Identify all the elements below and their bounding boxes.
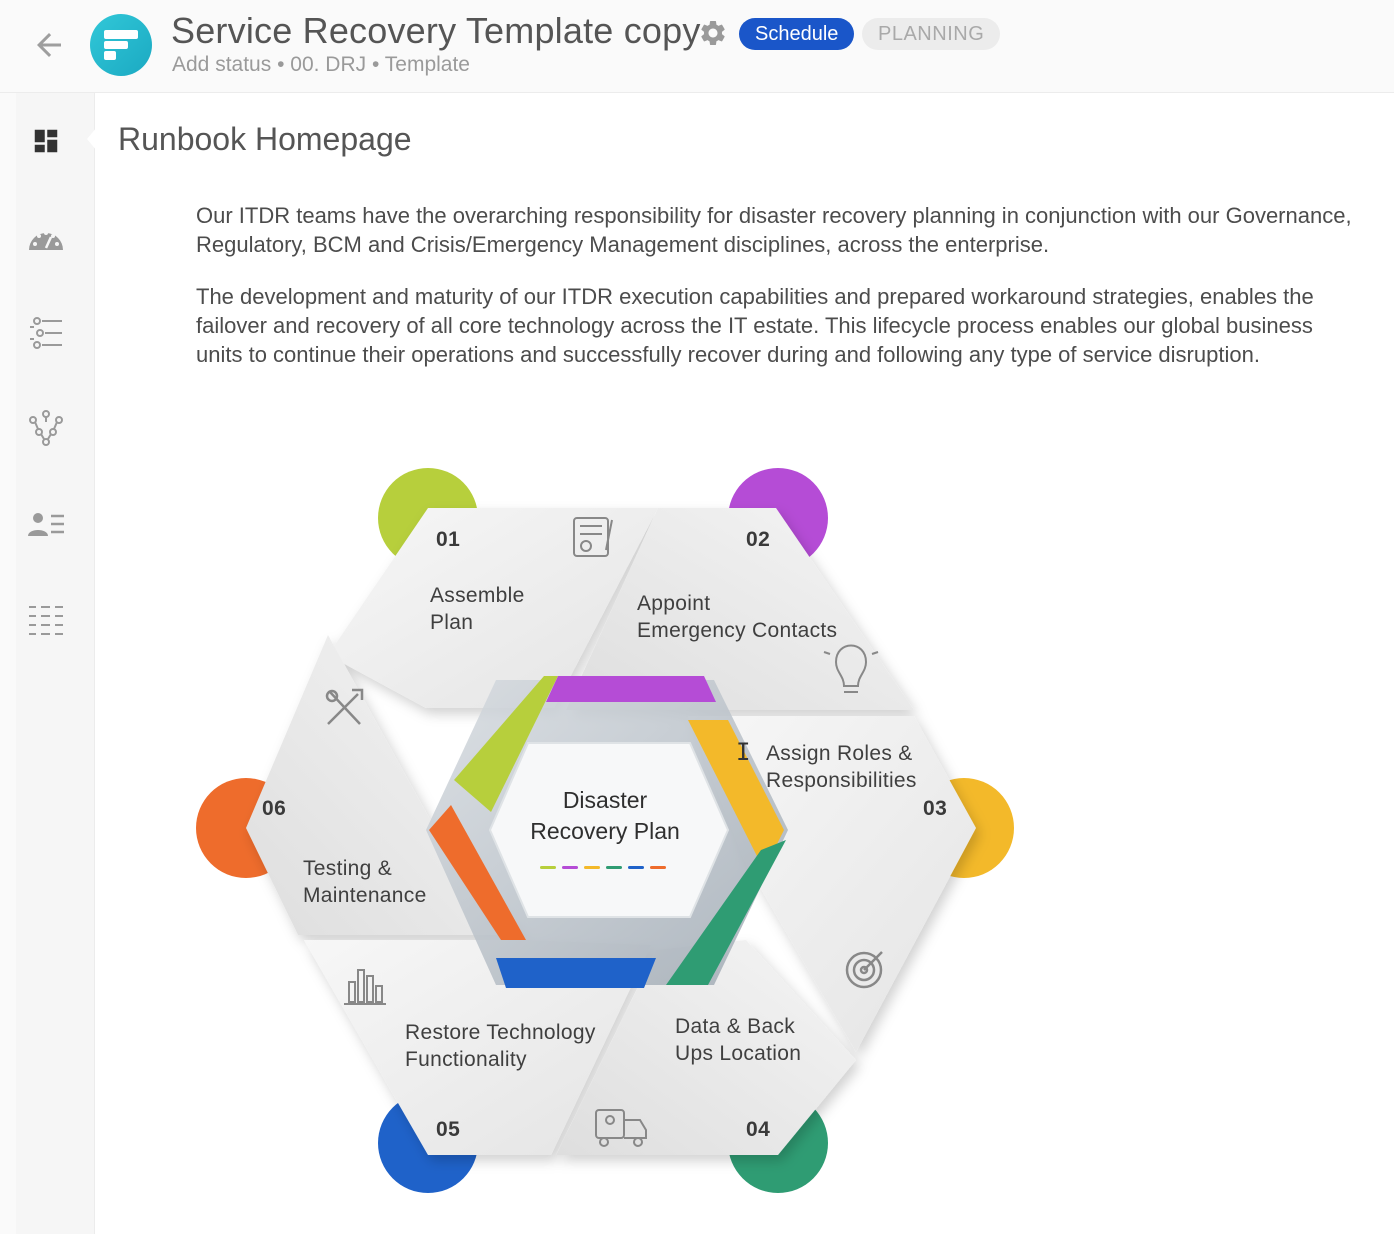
center-title: Disaster Recovery Plan [530, 787, 680, 844]
add-status-link[interactable]: Add status [172, 53, 272, 76]
lifecycle-paragraph: The development and maturity of our ITDR… [196, 284, 1314, 367]
sidebar-item-dashboard[interactable] [24, 119, 68, 163]
color-dash [540, 866, 556, 869]
workflow-icon [29, 410, 63, 446]
sidebar-item-tasks[interactable] [24, 311, 68, 355]
breadcrumb-separator: • [366, 53, 385, 76]
sidebar-item-gauge[interactable] [24, 217, 68, 261]
section-title: Runbook Homepage [118, 121, 412, 157]
task-list-icon [30, 317, 62, 349]
bar-chart-icon [344, 969, 386, 1005]
disaster-recovery-infographic: 01 02 03 04 05 06 Assemble Plan Appoint … [96, 440, 1096, 1234]
intro-paragraph: Our ITDR teams have the overarching resp… [196, 203, 1352, 257]
hexagon-diagram [196, 468, 1014, 1193]
gauge-icon [29, 231, 63, 250]
color-dash [606, 866, 622, 869]
segment-number-02: 02 [746, 528, 771, 551]
dashboard-icon [34, 129, 58, 153]
workspace-link[interactable]: 00. DRJ [290, 53, 367, 76]
arrow-left-icon [37, 33, 61, 57]
grid-list-icon [29, 606, 63, 635]
page-title: Service Recovery Template copy [171, 10, 701, 51]
runbook-type: Template [384, 53, 470, 76]
status-badge[interactable]: PLANNING [862, 18, 1001, 50]
outer-segments [246, 508, 976, 1155]
sidebar-item-people[interactable] [24, 503, 68, 547]
segment-label-02: Appoint Emergency Contacts [637, 592, 838, 642]
segment-number-06: 06 [262, 797, 287, 820]
sidebar-item-grid[interactable] [24, 599, 68, 643]
lightbulb-icon [823, 644, 879, 693]
app-header: Service Recovery Template copy Schedule … [0, 0, 1394, 93]
flag-logo-icon [104, 30, 138, 60]
settings-button[interactable] [696, 16, 730, 50]
text-cursor-icon: I [736, 738, 751, 766]
segment-label-04: Data & Back Ups Location [675, 1015, 802, 1065]
color-dash [650, 866, 666, 869]
segment-number-04: 04 [746, 1118, 771, 1141]
breadcrumb-separator: • [271, 53, 291, 76]
sidebar-rail [16, 93, 95, 1234]
target-icon [845, 951, 883, 989]
checklist-icon [573, 517, 613, 557]
truck-icon [595, 1109, 647, 1147]
segment-number-01: 01 [436, 528, 461, 551]
tools-icon [325, 688, 364, 725]
gear-icon [701, 20, 725, 45]
active-indicator [87, 127, 97, 151]
back-button[interactable] [28, 24, 70, 66]
color-dash [628, 866, 644, 869]
color-dash [562, 866, 578, 869]
center-color-dashes [540, 866, 666, 869]
app-logo [90, 14, 152, 76]
color-dash [584, 866, 600, 869]
segment-label-01: Assemble Plan [430, 584, 525, 634]
sidebar [0, 93, 97, 1234]
segment-number-05: 05 [436, 1118, 461, 1141]
segment-label-05: Restore Technology Functionality [405, 1021, 596, 1071]
people-list-icon [28, 513, 64, 536]
sidebar-item-workflow[interactable] [24, 406, 68, 450]
inner-ring [426, 676, 788, 988]
breadcrumb: Add status • 00. DRJ • Template [172, 53, 470, 77]
schedule-button[interactable]: Schedule [739, 18, 855, 50]
segment-label-06: Testing & Maintenance [303, 857, 427, 907]
segment-number-03: 03 [923, 797, 948, 820]
segment-label-03: Assign Roles & Responsibilities [766, 742, 917, 792]
